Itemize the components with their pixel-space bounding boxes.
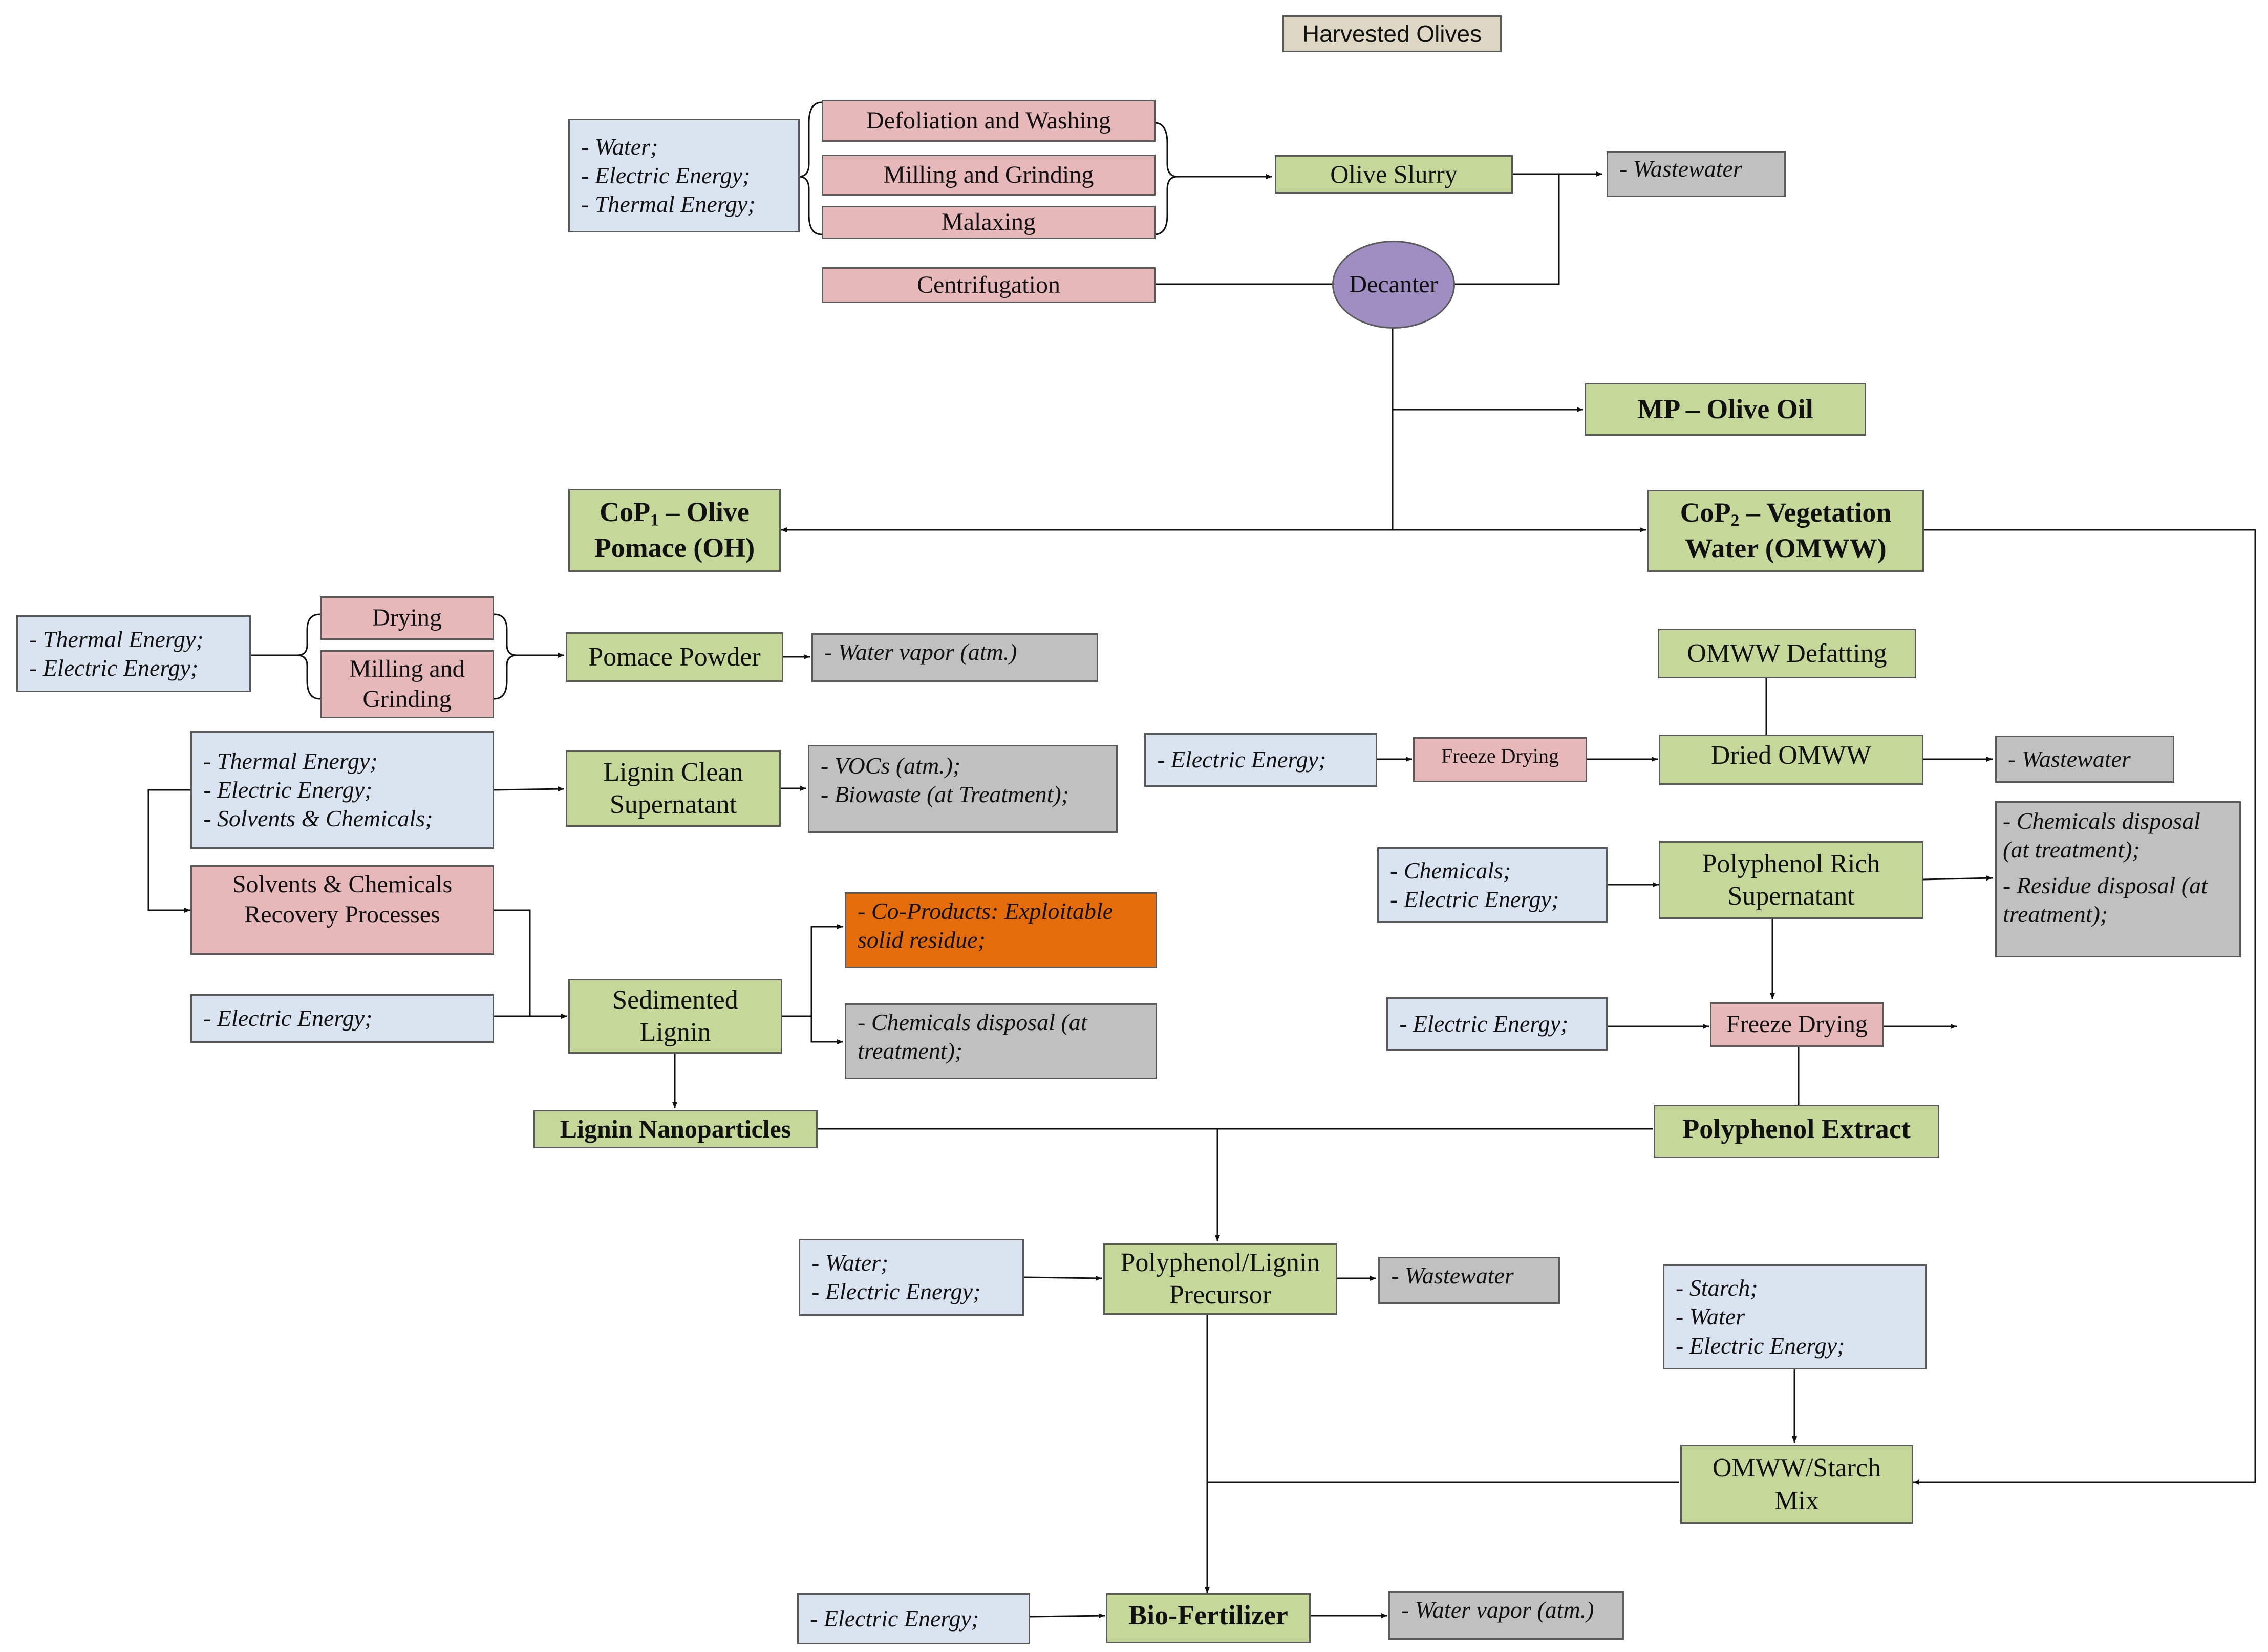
line-inputs-loop-to-recovery [147,789,190,913]
line-cop2-to-starch-mix [1913,529,2256,1485]
freeze-drying-2: Freeze Drying [1710,1002,1884,1047]
water-vapor-pomace: - Water vapor (atm.) [811,633,1098,682]
centrifugation: Centrifugation [822,267,1156,303]
line-sediment-to-chem [810,1016,843,1044]
lignin-inputs: - Thermal Energy; - Electric Energy; - S… [190,731,494,849]
pomace-inputs: - Thermal Energy; - Electric Energy; [16,615,251,692]
omww-defatting: OMWW Defatting [1658,629,1916,678]
brace-left-pomace [296,613,320,700]
electric-energy-biofertilizer: - Electric Energy; [797,1593,1030,1644]
polyphenol-waste-outputs: - Chemicals disposal (at treatment); - R… [1995,801,2241,957]
polyphenol-lignin-precursor: Polyphenol/Lignin Precursor [1103,1243,1337,1315]
line-recovery-to-sediment [494,909,567,1019]
milling-grinding-olives: Milling and Grinding [822,155,1156,196]
pomace-powder: Pomace Powder [566,632,783,682]
olive-slurry: Olive Slurry [1275,155,1513,194]
defoliation-washing: Defoliation and Washing [822,100,1156,142]
coproducts-solid-residue: - Co-Products: Exploitable solid residue… [845,892,1157,968]
water-vapor-biofertilizer: - Water vapor (atm.) [1388,1591,1624,1640]
line-electric-to-biofert [1030,1613,1105,1619]
cop1-olive-pomace: CoP1 – Olive Pomace (OH) [568,489,781,572]
solvent-recovery: Solvents & Chemicals Recovery Processes [190,865,494,955]
line-sediment-branch [782,924,843,1017]
line-lignin-inputs-to-supernatant [494,786,565,792]
brace-right-top [1154,122,1178,235]
lignin-waste-outputs: - VOCs (atm.); - Biowaste (at Treatment)… [808,745,1118,833]
sedimented-lignin: Sedimented Lignin [568,979,782,1054]
electric-energy-sedimentation: - Electric Energy; [190,994,494,1043]
line-precursor-inputs [1023,1275,1102,1281]
wastewater-slurry: - Wastewater [1607,151,1786,197]
starch-inputs: - Starch; - Water - Electric Energy; [1663,1264,1927,1369]
wastewater-omww: - Wastewater [1995,736,2174,783]
milling-grinding-pomace: Milling and Grinding [320,650,494,718]
lignin-clean-supernatant: Lignin Clean Supernatant [566,750,781,827]
line-slurry-down-to-decanter [1453,174,1560,285]
precursor-inputs: - Water; - Electric Energy; [799,1239,1024,1316]
decanter: Decanter [1332,241,1455,329]
brace-right-pomace [494,613,518,700]
electric-energy-freeze-1: - Electric Energy; [1144,733,1377,787]
olive-processing-inputs: - Water; - Electric Energy; - Thermal En… [568,119,800,232]
polyphenol-extract: Polyphenol Extract [1654,1105,1939,1158]
polyphenol-rich-supernatant: Polyphenol Rich Supernatant [1659,841,1923,919]
harvested-olives: Harvested Olives [1282,15,1502,52]
wastewater-precursor: - Wastewater [1378,1257,1560,1304]
malaxing: Malaxing [822,206,1156,239]
mp-olive-oil: MP – Olive Oil [1585,383,1866,436]
polyphenol-inputs: - Chemicals; - Electric Energy; [1377,847,1608,923]
freeze-drying-1: Freeze Drying [1413,737,1587,782]
chemicals-disposal-lignin: - Chemicals disposal (at treatment); [845,1003,1157,1079]
drying: Drying [320,596,494,640]
lignin-nanoparticles: Lignin Nanoparticles [533,1110,818,1148]
electric-energy-freeze-2: - Electric Energy; [1386,997,1608,1051]
omww-starch-mix: OMWW/Starch Mix [1680,1445,1913,1524]
line-rich-to-waste [1923,875,1993,881]
bio-fertilizer: Bio-Fertilizer [1106,1593,1311,1643]
dried-omww: Dried OMWW [1659,735,1923,785]
brace-left-top [798,101,822,235]
cop2-vegetation-water: CoP2 – Vegetation Water (OMWW) [1647,490,1924,572]
